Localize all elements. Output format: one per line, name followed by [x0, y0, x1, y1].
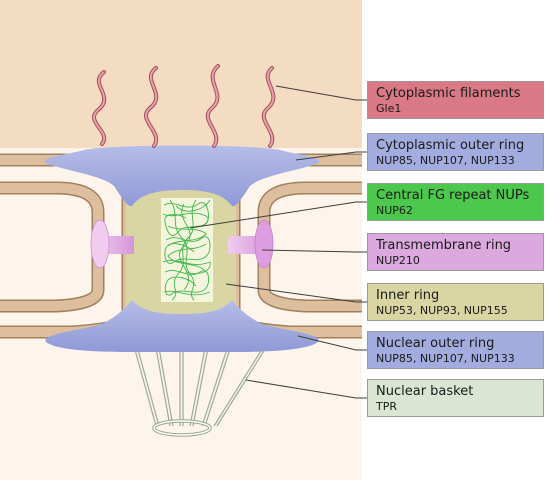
nuclear-basket	[133, 345, 268, 437]
label-title: Nuclear outer ring	[376, 336, 495, 351]
label-cytoplasmic-filaments: Cytoplasmic filaments Gle1	[367, 81, 544, 119]
label-title: Cytoplasmic outer ring	[376, 138, 525, 153]
leader-line-transmembrane	[261, 249, 367, 253]
label-nuclear-basket: Nuclear basket TPR	[367, 379, 544, 417]
label-proteins: NUP210	[376, 254, 420, 267]
cytoplasmic-filament	[92, 70, 107, 146]
basket-strand	[155, 347, 174, 427]
leader-line-nuclear-ring	[297, 335, 367, 351]
label-cytoplasmic-outer-ring: Cytoplasmic outer ring NUP85, NUP107, NU…	[367, 133, 544, 171]
basket-strand	[179, 348, 184, 426]
nuclear-outer-ring	[45, 300, 319, 352]
cytoplasmic-filaments	[92, 64, 276, 148]
leader-line-cyto-ring	[295, 151, 367, 161]
label-proteins: NUP53, NUP93, NUP155	[376, 304, 508, 317]
label-title: Nuclear basket	[376, 384, 474, 399]
label-title: Inner ring	[376, 288, 440, 303]
label-proteins: NUP85, NUP107, NUP133	[376, 154, 515, 167]
label-proteins: NUP62	[376, 204, 413, 217]
leader-line-basket	[245, 379, 367, 399]
label-title: Cytoplasmic filaments	[376, 86, 521, 101]
label-proteins: Gle1	[376, 102, 402, 115]
basket-strand	[133, 345, 160, 427]
cytoplasmic-outer-ring	[44, 145, 320, 207]
fg-repeat-mesh	[162, 199, 211, 301]
cytoplasmic-filament	[205, 64, 220, 148]
label-transmembrane-ring: Transmembrane ring NUP210	[367, 233, 544, 271]
cytoplasmic-filament	[144, 66, 159, 148]
leader-line-filaments	[275, 85, 367, 101]
label-title: Transmembrane ring	[376, 238, 512, 253]
cytoplasmic-filament	[261, 66, 276, 148]
label-inner-ring: Inner ring NUP53, NUP93, NUP155	[367, 283, 544, 321]
leader-line-inner-ring	[225, 283, 367, 303]
basket-strand	[189, 347, 209, 427]
label-proteins: TPR	[376, 400, 397, 413]
label-nuclear-outer-ring: Nuclear outer ring NUP85, NUP107, NUP133	[367, 331, 544, 369]
basket-strand	[201, 345, 232, 427]
transmembrane-ring	[90, 219, 274, 269]
label-central-fg-repeat-nups: Central FG repeat NUPs NUP62	[367, 183, 544, 221]
leader-lines	[189, 85, 367, 399]
label-title: Central FG repeat NUPs	[376, 188, 530, 203]
cytoplasm-region	[0, 0, 362, 148]
leader-line-fg	[189, 201, 367, 229]
label-proteins: NUP85, NUP107, NUP133	[376, 352, 515, 365]
basket-strand	[213, 345, 268, 427]
